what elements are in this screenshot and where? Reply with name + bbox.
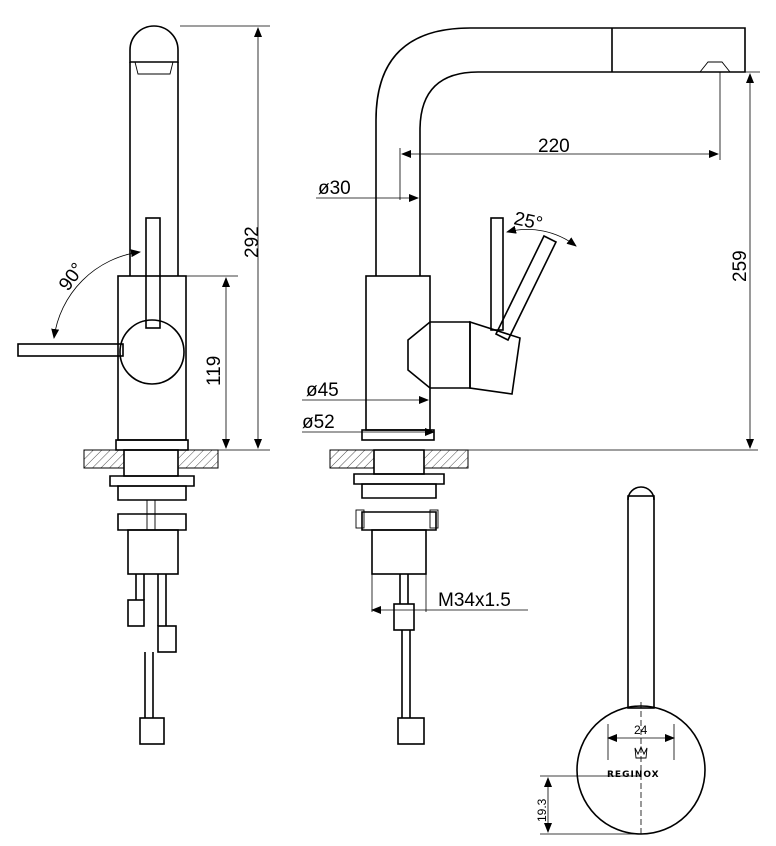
hose-b-fitting <box>157 625 177 653</box>
front-bolt-right <box>429 509 439 529</box>
label-spout-dia: ø30 <box>318 178 351 199</box>
label-body-dia: ø45 <box>306 380 339 401</box>
thread-extension <box>371 574 427 612</box>
front-hose-fitting <box>393 603 415 631</box>
lever-closed <box>490 217 504 331</box>
hose-c-fitting <box>139 717 165 745</box>
label-lever-angle: 25° <box>512 208 544 235</box>
mounting-plate <box>117 485 187 501</box>
counter-hatch-front-l <box>329 449 375 469</box>
side-view <box>17 25 270 745</box>
aerator-side <box>134 61 174 75</box>
front-hose-end <box>397 717 425 745</box>
front-washer <box>353 473 445 485</box>
faucet-body-side <box>117 275 187 441</box>
lever-hub-front <box>469 320 521 395</box>
label-thread: M34x1.5 <box>438 590 511 611</box>
cartridge-housing <box>407 321 471 389</box>
hose-a-fitting <box>127 599 145 627</box>
top-view <box>540 486 706 835</box>
crown-icon <box>634 745 648 759</box>
side-extension-lines <box>180 25 270 451</box>
spout-tube-side <box>129 62 179 276</box>
lever-angle-arc <box>506 225 577 247</box>
lever-hub <box>119 319 185 385</box>
cartridge-body <box>127 529 179 575</box>
label-total-height: 292 <box>242 226 263 258</box>
hose-b <box>157 574 167 626</box>
label-top-offset: 19.3 <box>535 798 549 822</box>
pull-out-head <box>611 27 746 73</box>
hose-a <box>135 574 145 600</box>
brand-logo: REGINOX <box>607 770 660 780</box>
spout-inner-curve <box>419 71 612 276</box>
label-body-height: 119 <box>204 356 225 386</box>
front-shank <box>373 449 425 475</box>
top-spout <box>627 495 655 709</box>
counter-hatch-right <box>177 449 219 469</box>
label-reach: 220 <box>538 136 570 157</box>
front-hose <box>401 630 411 718</box>
lever-rotated <box>17 343 124 357</box>
mounting-bolt <box>146 499 156 531</box>
front-cartridge <box>371 529 427 575</box>
faucet-body-front <box>365 275 431 431</box>
label-rotation: 90° <box>55 259 89 295</box>
top-width-extension <box>607 724 675 760</box>
label-base-dia: ø52 <box>302 412 335 433</box>
front-nut <box>361 511 437 531</box>
body-base-side <box>115 439 189 451</box>
counter-hatch-left <box>83 449 125 469</box>
lever-upright <box>145 217 161 329</box>
mounting-nut <box>117 513 187 531</box>
front-view <box>302 27 760 745</box>
rotation-arc <box>51 249 141 339</box>
label-top-width: 24 <box>634 723 648 737</box>
mounting-washer <box>109 475 195 487</box>
front-bolt-left <box>355 509 365 529</box>
spray-outlet <box>699 61 731 73</box>
offset-extension <box>540 775 641 835</box>
spout-head-side <box>129 25 179 63</box>
mounting-shank <box>123 449 179 477</box>
lever-open-25deg <box>494 234 558 342</box>
top-spout-cap <box>627 486 655 501</box>
body-base-front <box>361 429 435 441</box>
label-spout-height: 259 <box>730 250 751 282</box>
counter-hatch-front-r <box>423 449 469 469</box>
front-plate <box>361 483 437 499</box>
front-extension-lines <box>399 71 760 451</box>
spout-outer-curve <box>375 27 612 276</box>
hose-c <box>144 652 154 718</box>
front-hose-top <box>399 574 409 604</box>
